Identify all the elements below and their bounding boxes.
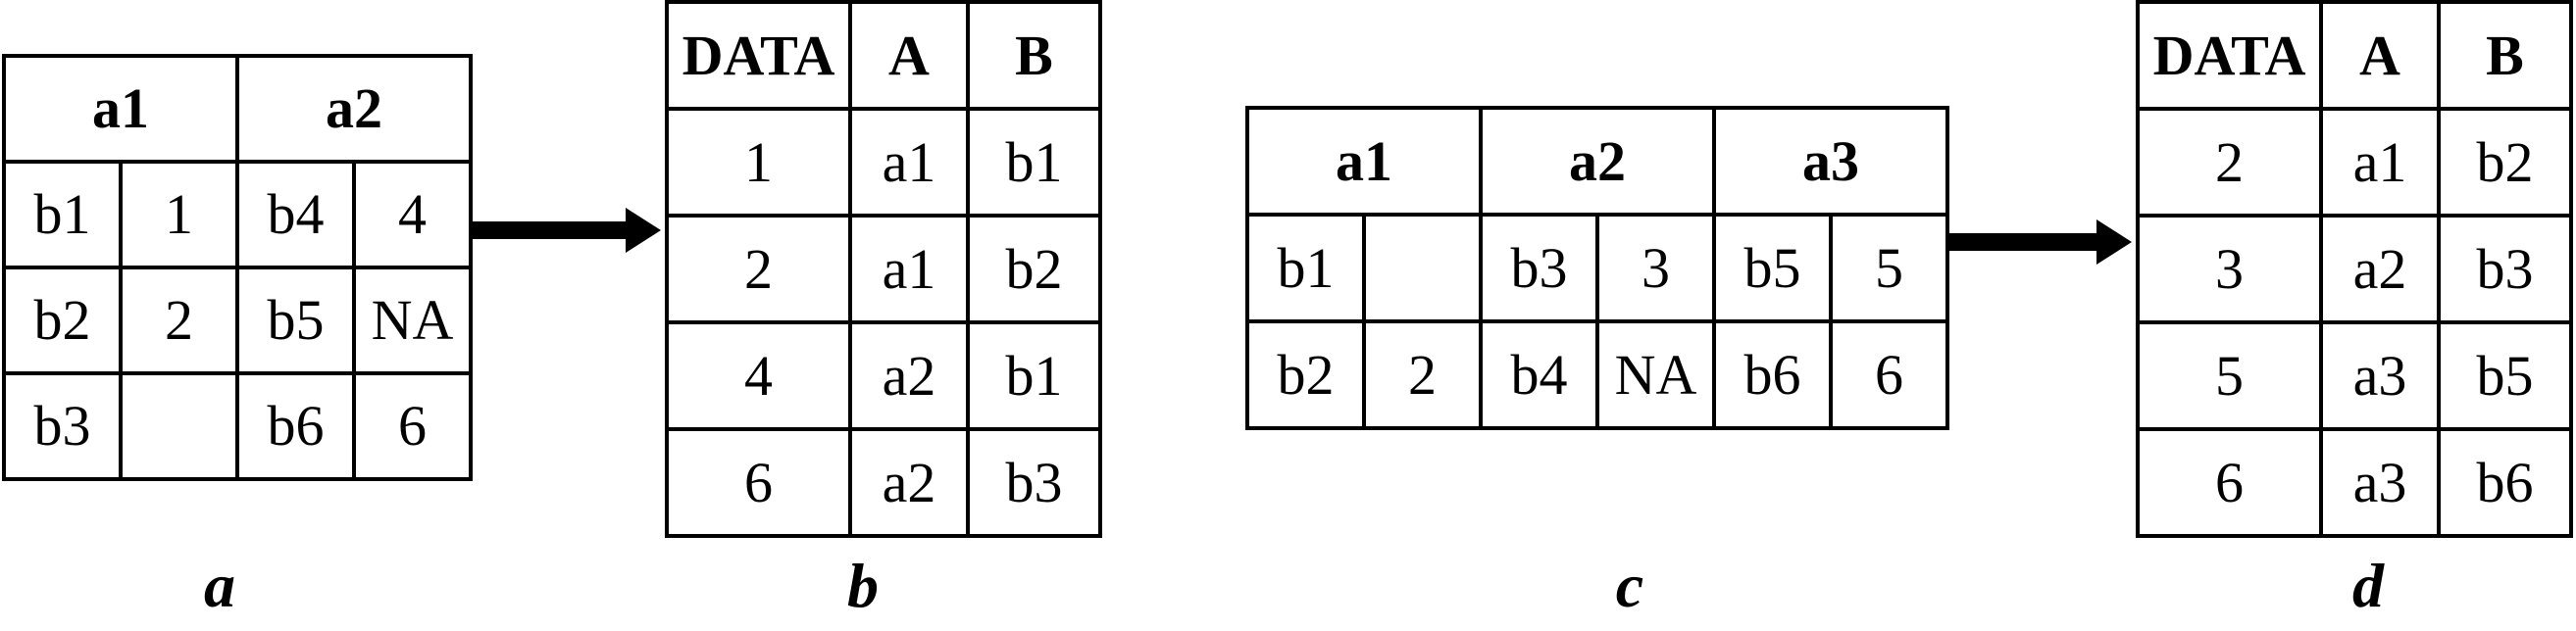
table-b-header-row: DATA A B xyxy=(665,0,1102,111)
table-cell: b5 xyxy=(2437,320,2573,431)
panel-label-d: d xyxy=(2352,551,2384,620)
table-cell: b3 xyxy=(1479,213,1599,323)
arrow-a-to-b xyxy=(471,208,661,253)
panel-label-b: b xyxy=(847,551,879,620)
header-cell: DATA xyxy=(665,0,852,111)
table-cell: b4 xyxy=(1479,319,1599,430)
table-cell: a3 xyxy=(2319,320,2441,431)
table-row: 1 a1 b1 xyxy=(665,107,1102,218)
table-c-header-row: a1 a2 a3 xyxy=(1245,106,1949,217)
table-cell: 4 xyxy=(665,320,852,431)
header-cell: A xyxy=(2319,0,2441,111)
table-cell: 6 xyxy=(665,427,852,538)
table-cell: a2 xyxy=(848,427,970,538)
header-cell: B xyxy=(966,0,1102,111)
table-d: DATA A B 2 a1 b2 3 a2 b3 5 a3 b5 6 a3 b6 xyxy=(2136,0,2573,538)
table-cell: b3 xyxy=(2,371,123,481)
table-b: DATA A B 1 a1 b1 2 a1 b2 4 a2 b1 6 a2 b3 xyxy=(665,0,1102,538)
table-cell: b1 xyxy=(1245,213,1366,323)
panel-label-c: c xyxy=(1615,551,1644,620)
table-cell: b3 xyxy=(966,427,1102,538)
table-cell: 1 xyxy=(665,107,852,218)
table-cell: b2 xyxy=(1245,319,1366,430)
table-cell: b6 xyxy=(2437,427,2573,538)
table-row: 2 a1 b2 xyxy=(2136,107,2573,218)
table-c: a1 a2 a3 b1 b3 3 b5 5 b2 2 b4 NA b6 6 xyxy=(1245,106,1949,430)
table-row: b2 2 b4 NA b6 6 xyxy=(1245,319,1949,430)
table-row: b3 b6 6 xyxy=(2,371,473,481)
table-cell: b5 xyxy=(235,266,356,375)
arrow-c-to-d xyxy=(1949,219,2132,265)
table-row: b1 1 b4 4 xyxy=(2,160,473,269)
header-cell: a2 xyxy=(1479,106,1716,217)
table-cell: 2 xyxy=(1362,319,1483,430)
table-d-header-row: DATA A B xyxy=(2136,0,2573,111)
table-cell: a1 xyxy=(848,214,970,324)
table-row: 5 a3 b5 xyxy=(2136,320,2573,431)
table-cell: b4 xyxy=(235,160,356,269)
table-row: 3 a2 b3 xyxy=(2136,214,2573,324)
table-cell: 6 xyxy=(2136,427,2323,538)
table-cell: b1 xyxy=(966,320,1102,431)
table-cell: b6 xyxy=(1712,319,1833,430)
table-cell: b5 xyxy=(1712,213,1833,323)
table-cell: a1 xyxy=(848,107,970,218)
table-cell: 6 xyxy=(1829,319,1949,430)
table-cell: NA xyxy=(1595,319,1716,430)
table-cell: 2 xyxy=(2136,107,2323,218)
table-a-header-row: a1 a2 xyxy=(2,54,473,164)
table-cell: 4 xyxy=(352,160,473,269)
table-cell: 5 xyxy=(2136,320,2323,431)
header-cell: a1 xyxy=(1245,106,1483,217)
table-row: b2 2 b5 NA xyxy=(2,266,473,375)
panel-label-a: a xyxy=(204,551,235,620)
table-row: 4 a2 b1 xyxy=(665,320,1102,431)
table-cell: 2 xyxy=(665,214,852,324)
table-cell: b1 xyxy=(2,160,123,269)
table-cell: 3 xyxy=(2136,214,2323,324)
table-cell xyxy=(1362,213,1483,323)
table-cell xyxy=(119,371,239,481)
table-cell: a1 xyxy=(2319,107,2441,218)
table-row: 6 a3 b6 xyxy=(2136,427,2573,538)
table-row: b1 b3 3 b5 5 xyxy=(1245,213,1949,323)
table-cell: b2 xyxy=(966,214,1102,324)
table-a: a1 a2 b1 1 b4 4 b2 2 b5 NA b3 b6 6 xyxy=(2,54,473,481)
table-row: 2 a1 b2 xyxy=(665,214,1102,324)
header-cell: a2 xyxy=(235,54,473,164)
header-cell: a3 xyxy=(1712,106,1949,217)
table-row: 6 a2 b3 xyxy=(665,427,1102,538)
table-cell: a2 xyxy=(2319,214,2441,324)
table-cell: b1 xyxy=(966,107,1102,218)
table-cell: a3 xyxy=(2319,427,2441,538)
table-cell: 5 xyxy=(1829,213,1949,323)
table-cell: b2 xyxy=(2437,107,2573,218)
table-cell: 6 xyxy=(352,371,473,481)
header-cell: B xyxy=(2437,0,2573,111)
header-cell: DATA xyxy=(2136,0,2323,111)
header-cell: a1 xyxy=(2,54,239,164)
table-cell: 1 xyxy=(119,160,239,269)
table-cell: b6 xyxy=(235,371,356,481)
table-cell: 3 xyxy=(1595,213,1716,323)
header-cell: A xyxy=(848,0,970,111)
table-cell: b2 xyxy=(2,266,123,375)
table-cell: 2 xyxy=(119,266,239,375)
table-cell: b3 xyxy=(2437,214,2573,324)
table-cell: a2 xyxy=(848,320,970,431)
table-cell: NA xyxy=(352,266,473,375)
